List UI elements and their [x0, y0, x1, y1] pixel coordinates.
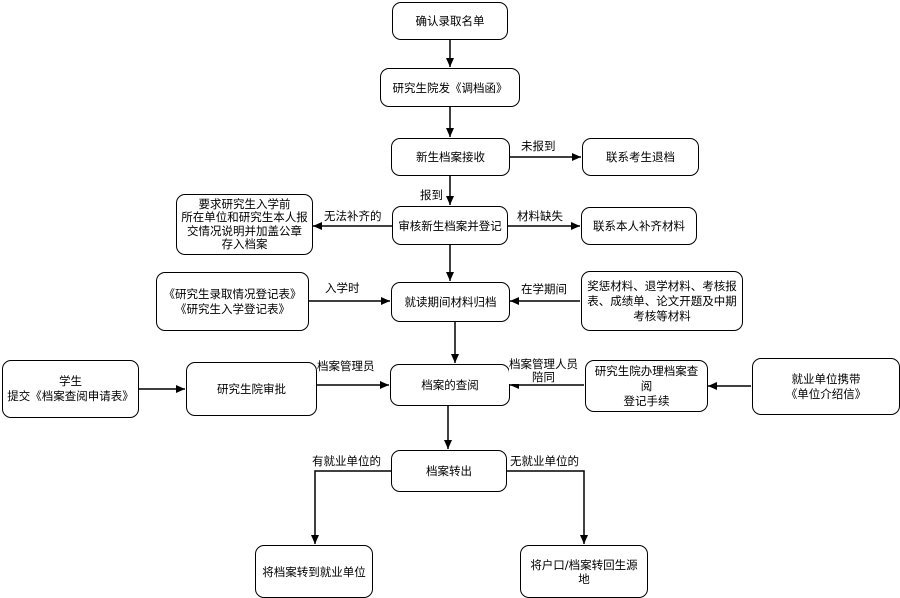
- label-archive-admin-accompany: 档案管理人员 陪同: [509, 357, 578, 384]
- node-review-register: 审核新生档案并登记: [392, 206, 508, 245]
- node-materials-list: 奖惩材料、退学材料、考核报 表、成绩单、论文开题及中期 考核等材料: [581, 271, 743, 331]
- label-during-study: 在学期间: [521, 282, 567, 296]
- node-contact-supplement: 联系本人补齐材料: [581, 207, 697, 245]
- label-on-enrollment: 入学时: [325, 281, 360, 295]
- label-no-employer: 无就业单位的: [510, 454, 579, 468]
- node-receive-file: 新生档案接收: [391, 138, 510, 176]
- label-archive-admin: 档案管理员: [317, 359, 375, 373]
- node-employer-letter: 就业单位携带 《单位介绍信》: [752, 358, 900, 415]
- node-archive-materials: 就读期间材料归档: [391, 282, 510, 322]
- arrow-transfer-to-hometown: [507, 470, 588, 544]
- arrow-transfer-to-employer: [311, 470, 391, 544]
- node-grad-register-access: 研究生院办理档案查阅 登记手续: [585, 360, 708, 412]
- label-materials-missing: 材料缺失: [517, 209, 563, 223]
- node-transfer-employer: 将档案转到就业单位: [255, 545, 373, 598]
- node-file-transfer: 档案转出: [391, 450, 507, 492]
- node-transfer-hometown: 将户口/档案转回生源地: [520, 545, 648, 598]
- node-student-apply: 学生 提交《档案查阅申请表》: [2, 360, 139, 418]
- label-not-reported: 未报到: [521, 139, 556, 153]
- node-issue-letter: 研究生院发《调档函》: [380, 68, 520, 107]
- node-enroll-forms: 《研究生录取情况登记表》 《研究生入学登记表》: [156, 272, 309, 331]
- label-has-employer: 有就业单位的: [312, 454, 381, 468]
- node-grad-approve: 研究生院审批: [186, 362, 317, 416]
- node-confirm-list: 确认录取名单: [392, 2, 508, 40]
- label-reported: 报到: [420, 188, 443, 202]
- label-cannot-supplement: 无法补齐的: [324, 209, 382, 223]
- node-request-unit: 要求研究生入学前 所在单位和研究生本人报 交情况说明并加盖公章 存入档案: [176, 194, 313, 255]
- node-contact-withdraw: 联系考生退档: [582, 138, 699, 176]
- node-file-access: 档案的查阅: [390, 364, 510, 406]
